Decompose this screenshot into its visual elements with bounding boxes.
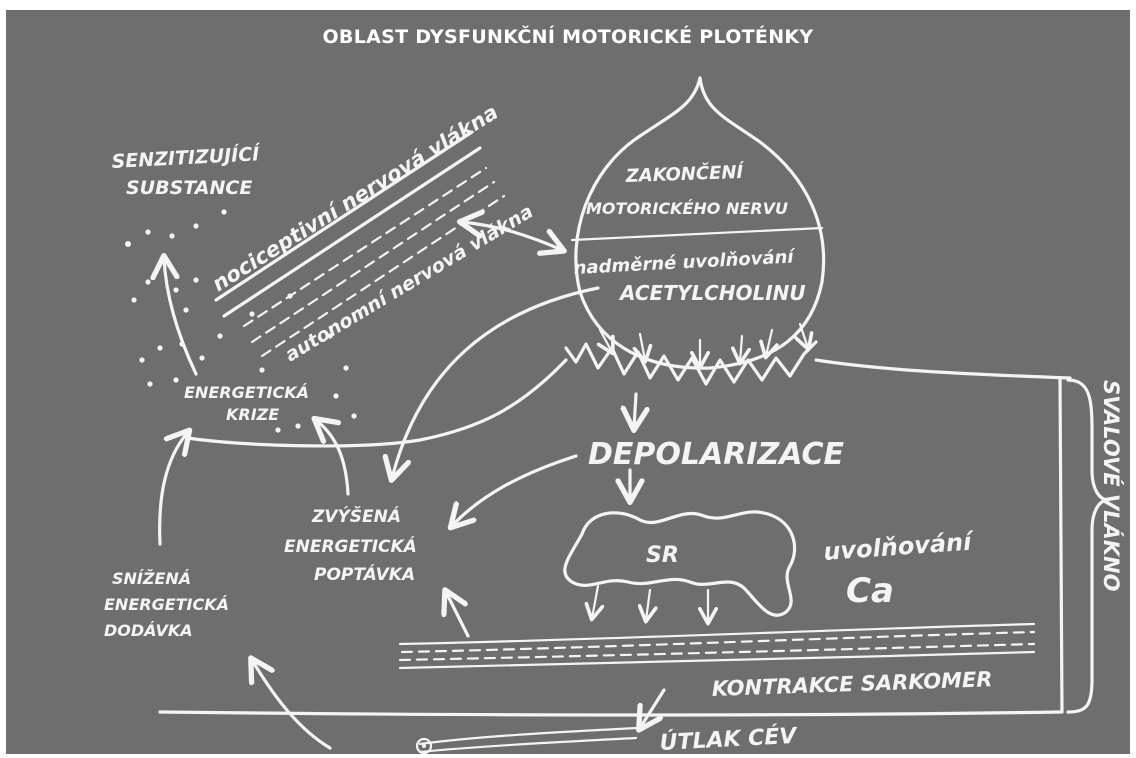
arrow-depol-to-demand — [452, 456, 576, 526]
label-calcium: Ca — [846, 571, 894, 611]
arrow-crisis-to-substances — [164, 258, 196, 374]
label-energy-crisis-2: KRIZE — [226, 405, 279, 424]
label-excessive-release: nadměrné uvolňování — [573, 246, 797, 279]
label-senzitizujici: SENZITIZUJÍCÍ — [111, 142, 262, 173]
label-nerve-ending: ZAKONČENÍ — [624, 161, 745, 187]
label-increased-demand-3: POPTÁVKA — [314, 563, 415, 585]
blood-vessel — [420, 728, 636, 752]
label-motor-nerve: MOTORICKÉHO NERVU — [586, 199, 788, 218]
nerve-ending-bulb — [576, 78, 824, 368]
arrow-supply-to-crisis — [160, 432, 188, 544]
ca-release-arrow-1 — [592, 586, 598, 618]
label-depolarization: DEPOLARIZACE — [588, 437, 845, 472]
release-arrow-6 — [800, 324, 808, 348]
bulb-inner-divider — [572, 228, 822, 240]
label-substance: SUBSTANCE — [126, 177, 252, 199]
arrow-ach-to-demand — [392, 288, 598, 478]
label-reduced-supply-3: DODÁVKA — [104, 621, 193, 640]
sarcomere-band-3 — [400, 644, 1034, 660]
label-increased-demand-2: ENERGETICKÁ — [284, 535, 417, 557]
muscle-fiber-top-line — [816, 360, 1070, 378]
arrow-contraction-to-compression — [640, 690, 664, 728]
sarcoplasmic-reticulum-shape — [565, 512, 795, 615]
label-vessel-compression: ÚTLAK CÉV — [659, 723, 799, 756]
label-acetylcholine: ACETYLCHOLINU — [618, 281, 806, 305]
arrow-demand-to-crisis — [316, 420, 348, 494]
release-arrow-4 — [740, 336, 742, 362]
ca-release-arrow-2 — [646, 590, 650, 620]
label-sr: SR — [646, 543, 679, 568]
arrow-membrane-to-depol — [634, 394, 636, 428]
label-release: uvolňování — [822, 527, 976, 566]
label-increased-demand-1: ZVÝŠENÁ — [311, 505, 401, 527]
arrow-compression-to-supply — [252, 660, 330, 748]
label-sarcomere-contraction: KONTRAKCE SARKOMER — [711, 667, 993, 701]
label-reduced-supply-2: ENERGETICKÁ — [104, 595, 229, 614]
nociceptive-fiber-line-2 — [224, 148, 480, 316]
label-energy-crisis-1: ENERGETICKÁ — [184, 383, 309, 402]
muscle-fiber-left-line — [188, 360, 566, 446]
sarcomere-band-4 — [400, 652, 1034, 668]
label-muscle-fiber: SVALOVÉ VLÁKNO — [1099, 380, 1124, 592]
muscle-fiber-bottom-line — [160, 712, 1060, 715]
label-reduced-supply-1: SNÍŽENÁ — [112, 569, 191, 588]
arrow-contraction-to-demand — [446, 592, 468, 636]
muscle-fiber-right-edge — [1060, 378, 1062, 712]
